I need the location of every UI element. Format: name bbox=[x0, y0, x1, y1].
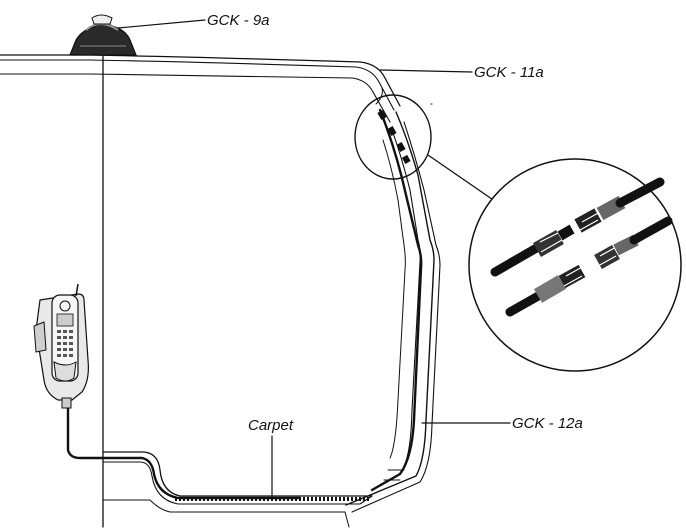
phone-cable bbox=[66, 406, 302, 500]
cable-entry bbox=[375, 87, 383, 105]
door-outline bbox=[345, 111, 441, 513]
connector-beads bbox=[377, 110, 411, 164]
carpet-label: Carpet bbox=[248, 417, 294, 434]
floor-carpet bbox=[102, 451, 373, 528]
roof-cable-label: GCK - 11a bbox=[474, 64, 544, 81]
roof-panel bbox=[0, 54, 401, 123]
pillar-cable-label: GCK - 12a bbox=[512, 415, 583, 432]
antenna-leader bbox=[117, 19, 206, 29]
detail-callout-leader bbox=[427, 154, 503, 207]
detail-callout-circle bbox=[354, 94, 432, 180]
roof-cable-leader bbox=[379, 69, 473, 73]
pillar-cable bbox=[370, 108, 423, 492]
antenna-icon bbox=[69, 14, 137, 56]
connector-detail-icon bbox=[468, 158, 682, 372]
phone-cradle-icon bbox=[33, 283, 89, 409]
antenna-label: GCK - 9a bbox=[207, 12, 270, 29]
